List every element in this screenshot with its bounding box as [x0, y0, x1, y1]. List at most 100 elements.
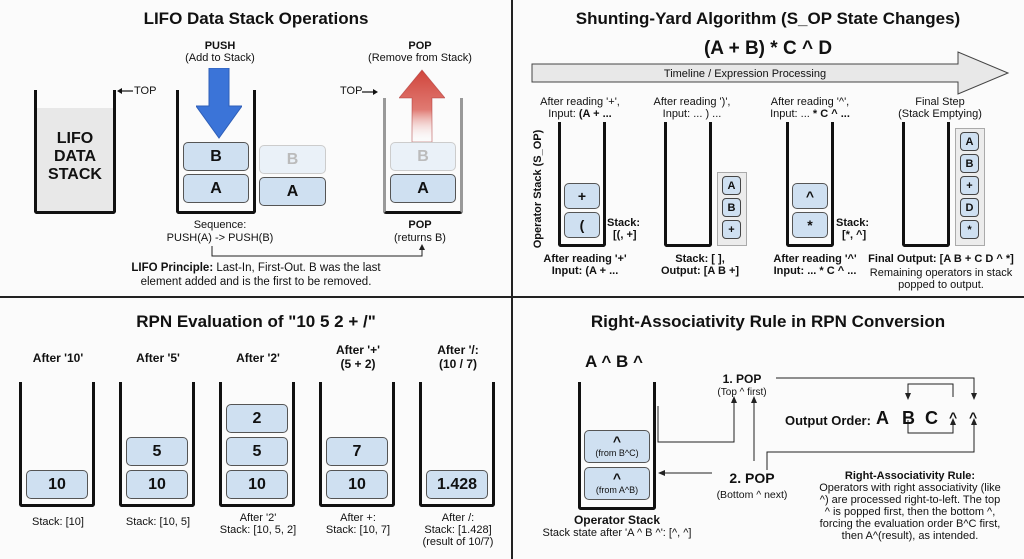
principle-text: Last-In, First-Out. B was the last: [213, 262, 381, 274]
stack-block-plus: +: [564, 183, 600, 209]
output-token: C: [925, 408, 938, 428]
rule-line: ^ is popped first, then the bottom ^,: [824, 506, 996, 518]
block-note: (from A^B): [595, 484, 639, 495]
stack-block-a: A: [183, 174, 249, 203]
stack-block: 10: [26, 470, 88, 499]
pop-stack: A B: [383, 98, 463, 214]
pop-result-sub: (returns B): [394, 232, 446, 244]
quadrant-divider-vertical: [511, 0, 513, 559]
shunting-expression: (A + B) * C ^ D: [703, 38, 833, 59]
pop1-title: 1. POP: [722, 372, 762, 386]
step2-header-input: Input: ... ) ...: [662, 108, 722, 120]
stack-block: 2: [226, 404, 288, 433]
lifo-principle-line2: element added and is the first to be rem…: [140, 276, 372, 288]
stack-block: 10: [326, 470, 388, 499]
output-token: D: [960, 198, 979, 217]
pop-subtitle: (Remove from Stack): [368, 52, 472, 64]
pop2-title: 2. POP: [729, 470, 775, 486]
output-token: *: [960, 220, 979, 239]
rpn-step2-stack: 10 5: [119, 382, 195, 507]
rule-title: Right-Associativity Rule:: [844, 470, 976, 482]
rpn-step3-caption2: Stack: [10, 5, 2]: [219, 524, 297, 536]
step1-stack-label: Stack:: [607, 217, 641, 229]
timeline-label: Timeline / Expression Processing: [663, 68, 827, 80]
rpn-step2-caption: Stack: [10, 5]: [125, 516, 191, 528]
input-prefix: Input:: [548, 108, 579, 120]
stack-block-b: B: [183, 142, 249, 171]
output-token: A: [876, 408, 889, 428]
pop-connector-arrows-icon: [657, 377, 977, 476]
step2-output-list: A B +: [717, 172, 747, 246]
stack-block-open-paren: (: [564, 212, 600, 238]
stack-block-a: A: [390, 174, 456, 203]
step3-footer-input: Input: ... * C ^ ...: [773, 265, 857, 277]
stack-block-multiply: *: [792, 212, 828, 238]
operator-stack-title: Operator Stack: [573, 513, 661, 527]
final-output-list: A B + D *: [955, 128, 985, 246]
pop-top-arrow-icon: [362, 89, 378, 95]
rpn-step3-caption1: After '2': [239, 512, 277, 524]
quadrant-divider-horizontal: [0, 296, 1024, 298]
final-output-note1: Remaining operators in stack: [869, 267, 1013, 279]
top-label: TOP: [134, 85, 157, 97]
step2-header: After reading ')',: [653, 96, 731, 108]
rpn-step1-header: After '10': [32, 351, 84, 365]
step2-footer: Stack: [ ],: [675, 253, 725, 265]
stack-fill: [37, 108, 113, 211]
top-arrow-icon: [117, 88, 133, 94]
operator-stack-axis-label: Operator Stack (S_OP): [532, 129, 544, 249]
pop-title: POP: [408, 40, 432, 52]
sequence-value: PUSH(A) -> PUSH(B): [166, 232, 274, 244]
rule-line: Operators with right associativity (like: [819, 482, 1001, 494]
label-line: LIFO: [56, 130, 94, 147]
step1-stack-value: [(, +]: [613, 229, 637, 241]
push-subtitle: (Add to Stack): [185, 52, 255, 64]
step3-stack-label: Stack:: [836, 217, 870, 229]
rpn-step3-header: After '2': [236, 351, 280, 365]
lifo-data-stack: LIFO DATA STACK: [34, 90, 116, 214]
lifo-title: LIFO Data Stack Operations: [143, 9, 369, 28]
operator-stack-caption: Stack state after 'A ^ B ^': [^, ^]: [542, 527, 692, 539]
output-token: A: [960, 132, 979, 151]
output-token: +: [722, 220, 741, 239]
pop-top-label: TOP: [340, 85, 363, 97]
assoc-operator-stack: ^ (from A^B) ^ (from B^C): [578, 382, 656, 510]
stack-block-caret: ^: [792, 183, 828, 209]
input-bold: (A + ...: [578, 108, 612, 120]
output-token: A: [722, 176, 741, 195]
lifo-principle-line1: LIFO Principle: Last-In, First-Out. B wa…: [0, 262, 512, 274]
step1-footer: After reading '+': [543, 253, 627, 265]
rpn-step5-caption1: After /:: [441, 512, 475, 524]
assoc-title: Right-Associativity Rule in RPN Conversi…: [590, 312, 946, 331]
stack-block: 7: [326, 437, 388, 466]
stack-block: 5: [226, 437, 288, 466]
rpn-step4-caption1: After +:: [340, 512, 376, 524]
step3-header-input: Input: ... * C ^ ...: [750, 108, 870, 120]
ghost-block-a: A: [259, 177, 326, 206]
block-symbol: ^: [612, 469, 622, 486]
output-token: ^: [969, 409, 978, 425]
stack-block-caret-top: ^ (from B^C): [584, 430, 650, 463]
step1-header: After reading '+',: [540, 96, 620, 108]
rule-line: then A^(result), as intended.: [841, 530, 979, 542]
rpn-step5-caption3: (result of 10/7): [422, 536, 494, 548]
step1-stack: ( +: [558, 122, 606, 247]
stack-block-caret-bottom: ^ (from A^B): [584, 467, 650, 500]
label-line: DATA: [53, 148, 97, 165]
sequence-label: Sequence:: [193, 219, 247, 231]
step4-stack: [902, 122, 950, 247]
step4-header: Final Step: [915, 96, 965, 108]
rpn-step4-caption2: Stack: [10, 7]: [325, 524, 391, 536]
block-note: (from B^C): [595, 447, 639, 458]
block-symbol: ^: [612, 432, 622, 449]
output-token: B: [902, 408, 915, 428]
input-prefix: Input: ...: [770, 108, 813, 120]
label-line: STACK: [48, 166, 102, 183]
rpn-step3-stack: 10 5 2: [219, 382, 295, 507]
stack-block: 10: [226, 470, 288, 499]
pop-result-title: POP: [408, 219, 432, 231]
ghost-block-b: B: [259, 145, 326, 174]
step3-stack: * ^: [786, 122, 834, 247]
rpn-step1-caption: Stack: [10]: [32, 516, 84, 528]
output-token: +: [960, 176, 979, 195]
